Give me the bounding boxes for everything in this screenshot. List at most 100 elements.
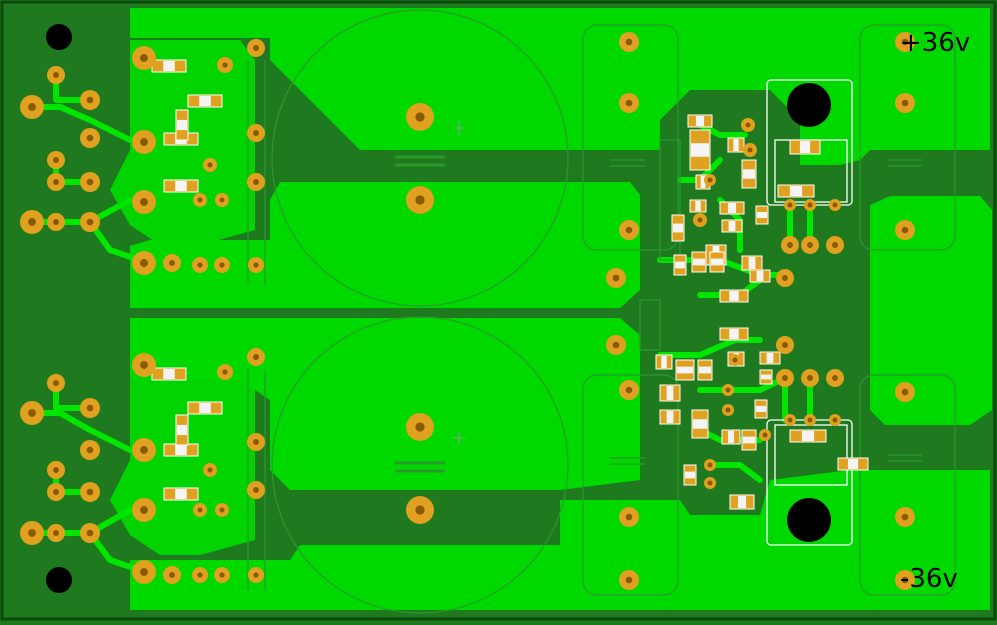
drill-hole xyxy=(86,218,94,226)
drill-hole xyxy=(625,226,633,234)
smd-body xyxy=(691,143,709,157)
smd-body xyxy=(727,203,737,213)
drill-hole xyxy=(807,375,813,381)
drill-hole xyxy=(86,488,94,496)
smd-body xyxy=(789,186,803,196)
drill-hole xyxy=(86,134,94,142)
smd-body xyxy=(175,489,187,499)
drill-hole xyxy=(140,54,148,62)
drill-hole xyxy=(707,480,713,486)
drill-hole xyxy=(787,242,793,248)
smd-body xyxy=(673,223,683,233)
drill-hole xyxy=(86,178,94,186)
drill-hole xyxy=(415,505,425,515)
mount-hole-top-left xyxy=(46,24,72,50)
drill-hole xyxy=(197,572,203,578)
drill-hole xyxy=(625,386,633,394)
drill-hole xyxy=(762,432,768,438)
drill-hole xyxy=(28,218,36,226)
drill-hole xyxy=(219,507,225,513)
smd-body xyxy=(733,139,739,151)
drill-hole xyxy=(53,467,59,473)
drill-hole xyxy=(415,422,425,432)
drill-hole xyxy=(725,407,731,413)
smd-body xyxy=(693,419,707,429)
drill-hole xyxy=(787,202,793,208)
drill-hole xyxy=(169,572,175,578)
drill-hole xyxy=(612,274,620,282)
smd-body xyxy=(666,411,674,423)
drill-hole xyxy=(53,72,59,78)
copper-pour-top xyxy=(130,8,990,165)
drill-hole xyxy=(253,439,259,445)
smd-body xyxy=(695,201,701,211)
drill-hole xyxy=(901,38,909,46)
drill-hole xyxy=(782,375,788,381)
drill-hole xyxy=(253,179,259,185)
smd-body xyxy=(748,257,756,269)
drill-hole xyxy=(53,489,59,495)
drill-hole xyxy=(140,446,148,454)
smd-body xyxy=(757,211,767,219)
mount-hole-transistor-upper xyxy=(787,83,831,127)
smd-body xyxy=(729,329,739,339)
drill-hole xyxy=(219,572,225,578)
drill-hole xyxy=(53,219,59,225)
drill-hole xyxy=(53,530,59,536)
drill-hole xyxy=(219,262,225,268)
drill-hole xyxy=(86,404,94,412)
drill-hole xyxy=(901,388,909,396)
smd-body xyxy=(847,459,859,469)
drill-hole xyxy=(415,195,425,205)
smd-body xyxy=(743,436,755,444)
drill-hole xyxy=(807,417,813,423)
smd-body xyxy=(661,356,667,368)
drill-hole xyxy=(745,122,751,128)
drill-hole xyxy=(253,45,259,51)
drill-hole xyxy=(53,179,59,185)
capacitor-outline-lower xyxy=(271,316,569,614)
drill-hole xyxy=(253,262,259,268)
copper-pour-right xyxy=(870,196,992,425)
drill-hole xyxy=(415,112,425,122)
drill-hole xyxy=(219,197,225,203)
drill-hole xyxy=(832,202,838,208)
through-hole-pads xyxy=(20,32,915,590)
drill-hole xyxy=(697,217,703,223)
drill-hole xyxy=(625,513,633,521)
smd-body xyxy=(766,353,774,363)
drill-hole xyxy=(222,62,228,68)
smd-body xyxy=(801,431,815,441)
smd-body xyxy=(175,445,187,455)
drill-hole xyxy=(901,226,909,234)
smd-body xyxy=(199,96,211,106)
mount-hole-transistor-lower xyxy=(787,498,831,542)
plus-marks xyxy=(452,121,466,445)
drill-hole xyxy=(28,103,36,111)
drill-hole xyxy=(807,202,813,208)
drill-hole xyxy=(140,138,148,146)
smd-body xyxy=(699,366,711,374)
negative-rail-label: -36v xyxy=(900,564,958,594)
drill-hole xyxy=(53,157,59,163)
drill-hole xyxy=(807,242,813,248)
smd-body xyxy=(675,261,685,269)
copper-pour-bottom xyxy=(130,470,990,610)
drill-hole xyxy=(832,242,838,248)
drill-hole xyxy=(207,467,213,473)
component-outlines xyxy=(247,9,956,614)
drill-hole xyxy=(625,99,633,107)
drill-hole xyxy=(222,369,228,375)
smd-body xyxy=(727,431,735,443)
drill-hole xyxy=(901,513,909,521)
smd-body xyxy=(666,386,674,400)
drill-hole xyxy=(253,487,259,493)
smd-body xyxy=(737,496,747,508)
drill-hole xyxy=(253,354,259,360)
smd-body xyxy=(199,403,211,413)
positive-rail-label: +36v xyxy=(900,28,971,58)
drill-hole xyxy=(140,361,148,369)
capacitor-outline-upper xyxy=(271,9,569,307)
capacitor-outline-bottom-far-right xyxy=(859,374,956,596)
